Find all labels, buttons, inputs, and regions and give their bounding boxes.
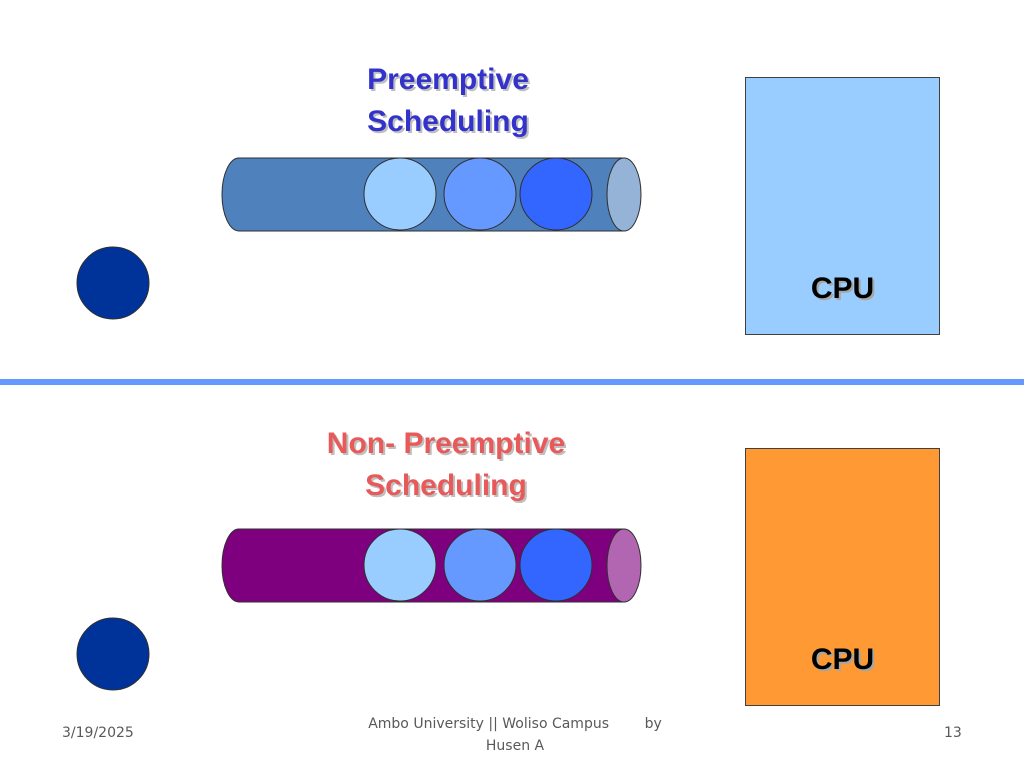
- footer-center: Ambo University || Woliso Campus by Huse…: [355, 713, 675, 757]
- non-preemptive-cpu-box: CPU: [745, 448, 940, 706]
- non-preemptive-title-line2: Scheduling: [365, 469, 527, 502]
- non-preemptive-waiting-process: [76, 617, 150, 691]
- preemptive-title-line1: Preemptive: [367, 63, 529, 96]
- non-preemptive-queue-end: [606, 528, 642, 603]
- preemptive-queue: [221, 157, 642, 232]
- preemptive-title-line2: Scheduling: [367, 105, 529, 138]
- non-preemptive-queue: [221, 528, 642, 603]
- footer-page-number: 13: [944, 725, 962, 741]
- process-circle-medium: [443, 528, 517, 602]
- non-preemptive-cpu-label: CPU: [810, 643, 875, 676]
- non-preemptive-title-line1: Non- Preemptive: [326, 427, 566, 460]
- preemptive-cpu-label: CPU: [810, 272, 875, 305]
- footer-center-line2: Husen A: [485, 738, 545, 754]
- preemptive-waiting-process: [76, 246, 150, 320]
- section-divider: [0, 379, 1024, 385]
- process-circle-light: [363, 528, 437, 602]
- non-preemptive-title: Non- Preemptive Scheduling: [246, 423, 646, 507]
- preemptive-queue-end: [606, 157, 642, 232]
- footer-date: 3/19/2025: [62, 725, 134, 741]
- process-circle-medium: [443, 157, 517, 231]
- process-circle-dark: [519, 157, 593, 231]
- footer-center-line1: Ambo University || Woliso Campus by: [368, 716, 662, 732]
- preemptive-cpu-box: CPU: [745, 77, 940, 335]
- process-circle-dark: [519, 528, 593, 602]
- preemptive-title: Preemptive Scheduling: [298, 59, 598, 143]
- process-circle-light: [363, 157, 437, 231]
